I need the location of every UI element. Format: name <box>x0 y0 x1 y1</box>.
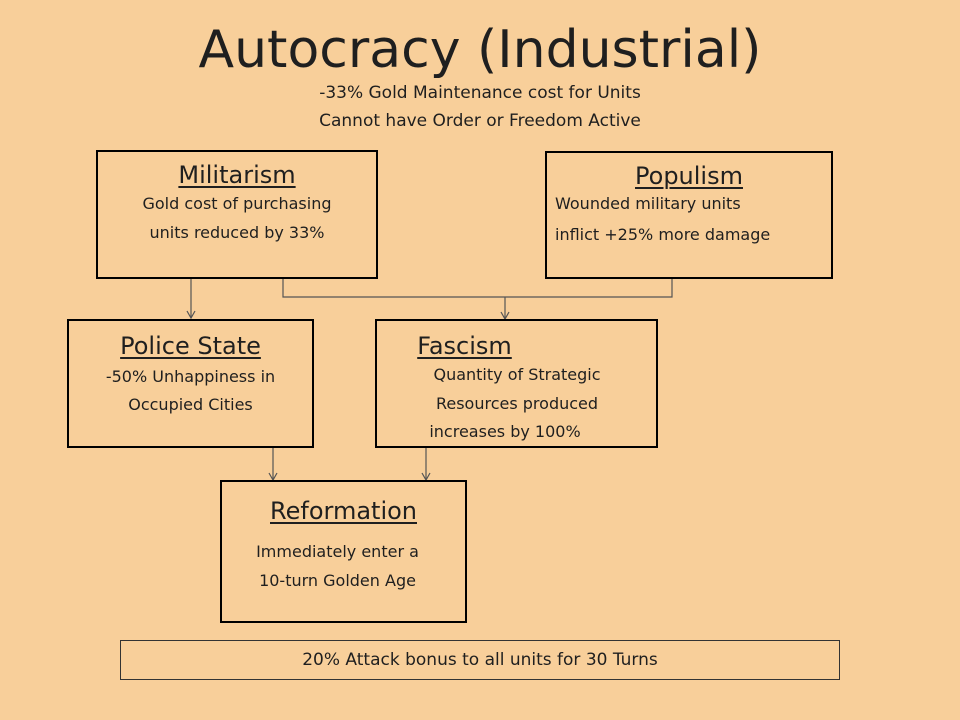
node-desc-line: Occupied Cities <box>128 395 253 414</box>
node-desc-line: Gold cost of purchasing <box>142 194 332 213</box>
node-desc-line: 10-turn Golden Age <box>259 571 416 590</box>
node-title: Populism <box>635 162 743 190</box>
node-desc-line: -50% Unhappiness in <box>105 367 276 386</box>
node-title: Reformation <box>270 497 417 525</box>
node-desc-line: Quantity of Strategic <box>433 365 601 384</box>
node-police-state: Police State -50% Unhappiness in Occupie… <box>67 319 314 448</box>
node-desc-line: Immediately enter a <box>256 542 419 561</box>
node-desc-line: Resources produced <box>435 394 599 413</box>
subtitle-restriction: Cannot have Order or Freedom Active <box>319 111 641 131</box>
subtitle-maintenance: -33% Gold Maintenance cost for Units <box>319 83 641 103</box>
node-fascism: Fascism Quantity of Strategic Resources … <box>375 319 658 448</box>
arrowhead-police-state <box>186 310 196 320</box>
node-desc-line: increases by 100% <box>429 422 581 441</box>
node-title: Police State <box>120 332 261 360</box>
node-title: Militarism <box>178 161 296 189</box>
finisher-bonus: 20% Attack bonus to all units for 30 Tur… <box>120 640 840 680</box>
node-title: Fascism <box>417 332 512 360</box>
node-populism: Populism Wounded military units inflict … <box>545 151 833 279</box>
connector-militarism-populism-join <box>282 278 673 298</box>
node-reformation: Reformation Immediately enter a 10-turn … <box>220 480 467 623</box>
node-militarism: Militarism Gold cost of purchasing units… <box>96 150 378 279</box>
node-desc-line: inflict +25% more damage <box>555 225 771 244</box>
node-desc-line: units reduced by 33% <box>149 223 325 242</box>
page-title: Autocracy (Industrial) <box>198 20 762 80</box>
node-desc-line: Wounded military units <box>555 194 741 213</box>
